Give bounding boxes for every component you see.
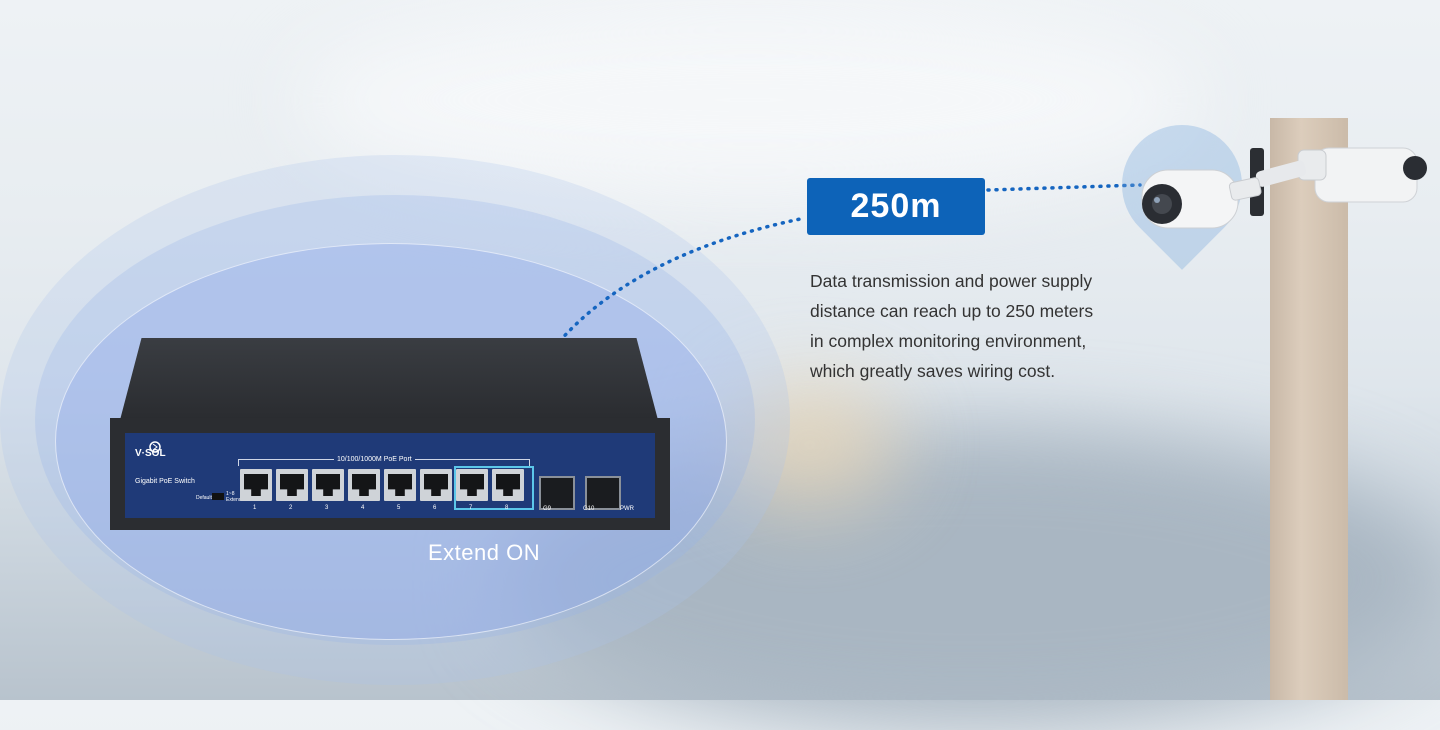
dip-switch xyxy=(212,493,224,500)
power-label: PWR xyxy=(620,506,634,512)
extend-caption: Extend ON xyxy=(428,540,541,565)
port-number: 7 xyxy=(469,505,473,511)
sun-glow xyxy=(720,380,900,510)
dip-label-top: 1~8 xyxy=(226,491,235,497)
rj45-port-5 xyxy=(384,469,416,501)
extend-ports-highlight xyxy=(454,466,534,510)
sky-haze-top xyxy=(300,0,1200,200)
dip-label-extend: Extend xyxy=(226,497,242,503)
port-group-label: 10/100/1000M PoE Port xyxy=(334,456,415,463)
rj45-port-8 xyxy=(492,469,524,501)
description-line: distance can reach up to 250 meters xyxy=(810,301,1094,321)
switch-model: Gigabit PoE Switch xyxy=(135,478,195,485)
rj45-port-4 xyxy=(348,469,380,501)
vsol-logo-icon xyxy=(149,441,161,453)
poe-switch: V·SOL Gigabit PoE Switch Default 1~8 Ext… xyxy=(110,338,670,530)
description-line: Data transmission and power supply xyxy=(810,271,1093,291)
sfp-label-g9: G9 xyxy=(543,506,552,512)
rj45-port-6 xyxy=(420,469,452,501)
connection-dotted-line xyxy=(493,183,1142,470)
rj45-port-3 xyxy=(312,469,344,501)
port-number: 2 xyxy=(289,505,293,511)
dip-label-default: Default xyxy=(196,495,212,501)
switch-top xyxy=(120,338,658,420)
port-number: 4 xyxy=(361,505,365,511)
pole xyxy=(1270,118,1348,700)
port-number: 3 xyxy=(325,505,329,511)
distance-badge: 250m xyxy=(807,178,985,235)
port-number: 6 xyxy=(433,505,437,511)
rj45-port-7 xyxy=(456,469,488,501)
description: Data transmission and power supply dista… xyxy=(810,266,1140,386)
port-number: 8 xyxy=(505,505,509,511)
description-line: which greatly saves wiring cost. xyxy=(810,361,1056,381)
rj45-port-2 xyxy=(276,469,308,501)
sfp-label-g10: G10 xyxy=(583,506,595,512)
cctv-camera-icon xyxy=(1141,147,1427,229)
description-line: in complex monitoring environment, xyxy=(810,331,1087,351)
switch-brand: V·SOL xyxy=(135,448,166,459)
sfp-port-g10 xyxy=(585,476,621,510)
port-number: 5 xyxy=(397,505,401,511)
port-number: 1 xyxy=(253,505,257,511)
rj45-port-1 xyxy=(240,469,272,501)
sfp-port-g9 xyxy=(539,476,575,510)
